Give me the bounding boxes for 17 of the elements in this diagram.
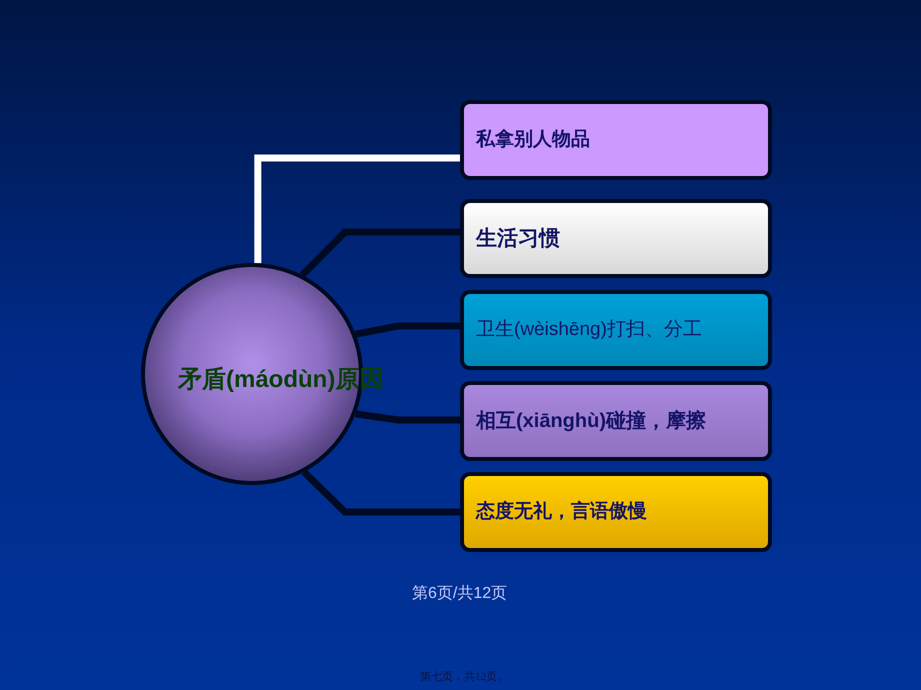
page-number: 第七页，共12页。 (420, 670, 508, 685)
connector-line (354, 322, 460, 338)
connector-line (355, 410, 460, 424)
cause-box (460, 381, 772, 461)
connector-line (302, 470, 460, 516)
cause-text: 卫生(wèishēng)打扫、分工 (476, 318, 702, 342)
connector-line (300, 228, 460, 278)
connector-line (254, 154, 460, 264)
cause-box (460, 199, 772, 278)
cause-text: 私拿别人物品 (476, 128, 590, 152)
cause-text: 态度无礼，言语傲慢 (476, 500, 647, 524)
page-number: 第6页/共12页 (412, 584, 508, 604)
cause-box (460, 472, 772, 552)
cause-box (460, 100, 772, 180)
cause-text: 相互(xiānghù)碰撞，摩擦 (476, 408, 706, 434)
cause-text: 生活习惯 (476, 226, 560, 252)
cause-box (460, 290, 772, 370)
